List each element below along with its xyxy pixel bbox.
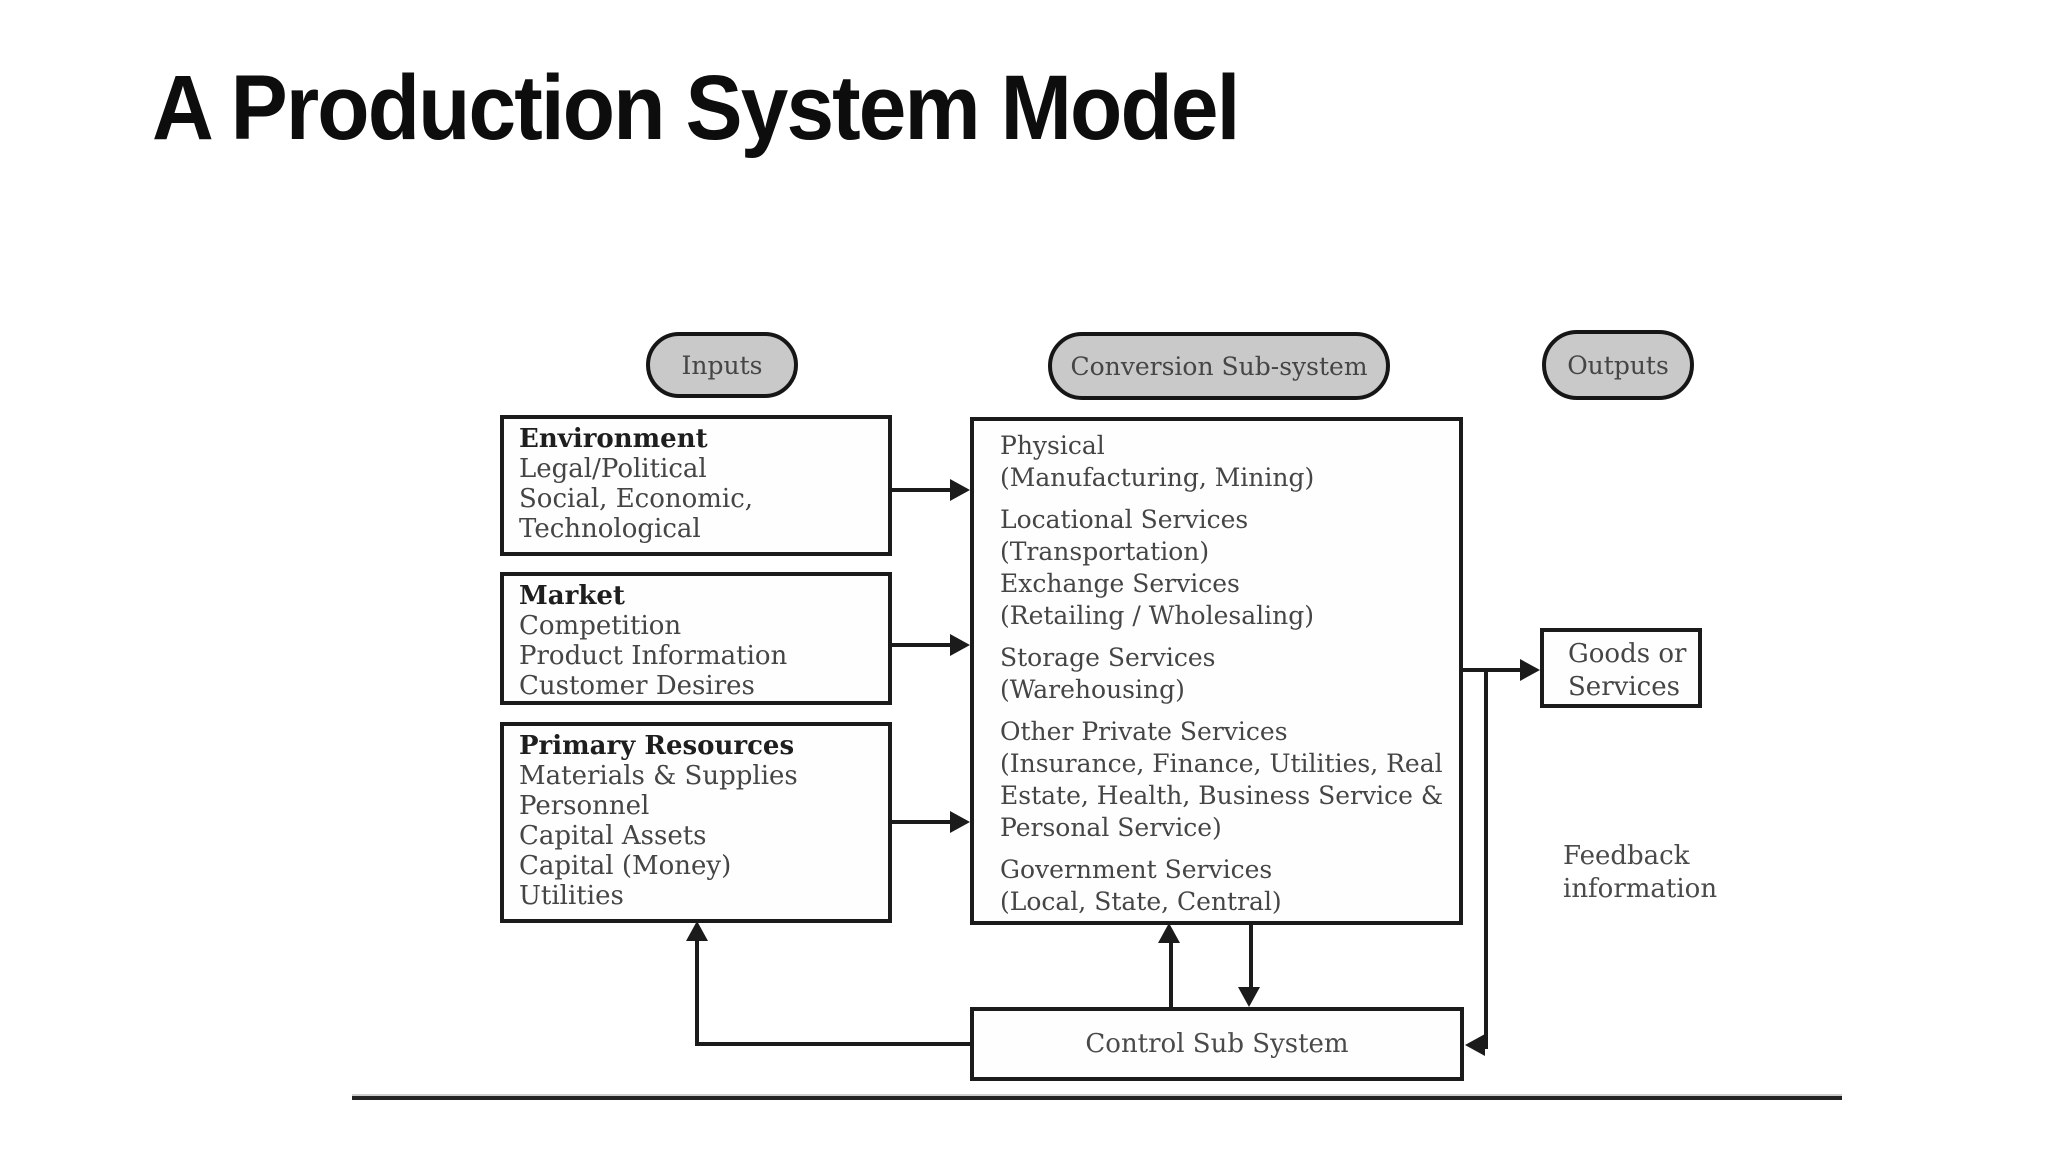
control-subsystem-label: Control Sub System [1085, 1029, 1349, 1059]
outputs-oval-label: Outputs [1567, 350, 1669, 380]
primary-resources-line: Personnel [519, 791, 650, 821]
arrow-control-to-conversion-line [1169, 943, 1173, 1007]
feedback-label-line: information [1563, 874, 1718, 904]
arrow-conversion-to-control-line [1249, 925, 1253, 989]
conversion-group-other-private: Other Private Services (Insurance, Finan… [1000, 716, 1451, 844]
feedback-information-label: Feedback information [1563, 840, 1717, 906]
arrow-primary-to-conversion-head [950, 811, 970, 833]
control-subsystem-box: Control Sub System [970, 1007, 1464, 1081]
environment-line: Social, Economic, [519, 484, 754, 514]
arrow-conversion-to-control-head [1238, 987, 1260, 1007]
slide-title: A Production System Model [152, 57, 1240, 159]
arrow-conversion-to-goods-line [1463, 668, 1522, 672]
market-line: Product Information [519, 641, 788, 671]
conversion-line: Locational Services [1000, 505, 1249, 534]
environment-box-title: Environment [519, 424, 708, 454]
goods-services-line: Goods or [1568, 639, 1687, 669]
market-box-title: Market [519, 581, 625, 611]
feedback-line-control-left [695, 1042, 970, 1046]
arrow-feedback-into-primary-head [686, 921, 708, 941]
market-line: Customer Desires [519, 671, 755, 701]
conversion-line: Personal Service) [1000, 813, 1222, 842]
conversion-subsystem-oval: Conversion Sub-system [1048, 332, 1390, 400]
feedback-label-line: Feedback [1563, 841, 1690, 871]
conversion-line: Exchange Services [1000, 569, 1240, 598]
arrow-market-to-conversion-line [892, 643, 952, 647]
arrow-conversion-to-goods-head [1520, 659, 1540, 681]
conversion-group-government: Government Services (Local, State, Centr… [1000, 854, 1451, 918]
market-line: Competition [519, 611, 682, 641]
arrow-feedback-into-control-head [1465, 1034, 1485, 1056]
primary-resources-line: Capital (Money) [519, 851, 732, 881]
primary-resources-line: Capital Assets [519, 821, 707, 851]
conversion-line: (Manufacturing, Mining) [1000, 463, 1315, 492]
primary-resources-box-title: Primary Resources [519, 731, 795, 761]
conversion-line: Storage Services [1000, 643, 1216, 672]
conversion-line: (Retailing / Wholesaling) [1000, 601, 1314, 630]
conversion-line: Other Private Services [1000, 717, 1288, 746]
environment-line: Legal/Political [519, 454, 707, 484]
environment-line: Technological [519, 514, 701, 544]
arrow-control-to-conversion-head [1158, 923, 1180, 943]
bottom-rule [352, 1094, 1842, 1100]
arrow-environment-to-conversion-head [950, 479, 970, 501]
market-box: Market Competition Product Information C… [500, 572, 892, 705]
conversion-oval-label: Conversion Sub-system [1070, 351, 1368, 381]
primary-resources-line: Utilities [519, 881, 624, 911]
arrow-market-to-conversion-head [950, 634, 970, 656]
arrow-primary-to-conversion-line [892, 820, 952, 824]
conversion-line: (Insurance, Finance, Utilities, Real [1000, 749, 1443, 778]
conversion-group-physical: Physical (Manufacturing, Mining) [1000, 430, 1451, 494]
conversion-line: (Local, State, Central) [1000, 887, 1282, 916]
goods-services-line: Services [1568, 672, 1680, 702]
conversion-line: (Transportation) [1000, 537, 1210, 566]
conversion-group-locational-exchange: Locational Services (Transportation) Exc… [1000, 504, 1451, 632]
conversion-line: (Warehousing) [1000, 675, 1185, 704]
primary-resources-line: Materials & Supplies [519, 761, 798, 791]
inputs-oval: Inputs [646, 332, 798, 398]
outputs-oval: Outputs [1542, 330, 1694, 400]
conversion-subsystem-box: Physical (Manufacturing, Mining) Locatio… [970, 417, 1463, 925]
conversion-line: Physical [1000, 431, 1105, 460]
conversion-line: Government Services [1000, 855, 1273, 884]
environment-box: Environment Legal/Political Social, Econ… [500, 415, 892, 556]
primary-resources-box: Primary Resources Materials & Supplies P… [500, 722, 892, 923]
goods-services-box: Goods or Services [1540, 628, 1702, 708]
conversion-line: Estate, Health, Business Service & [1000, 781, 1444, 810]
feedback-line-up-left [695, 941, 699, 1044]
feedback-line-down-right [1484, 668, 1488, 1049]
arrow-environment-to-conversion-line [892, 488, 952, 492]
conversion-group-storage: Storage Services (Warehousing) [1000, 642, 1451, 706]
inputs-oval-label: Inputs [681, 350, 763, 380]
